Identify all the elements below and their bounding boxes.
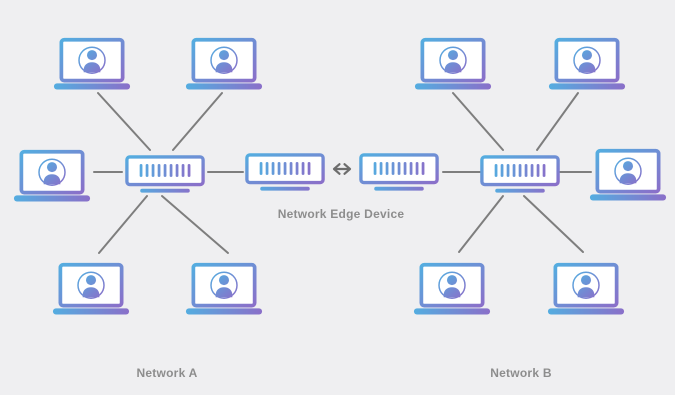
laptop-user-icon — [589, 148, 667, 201]
hub-network-a — [125, 155, 205, 195]
workstation-a-bottom-right — [185, 262, 263, 316]
laptop-user-icon — [548, 37, 626, 90]
link-a-top-left — [97, 92, 151, 151]
laptop-user-icon — [547, 262, 625, 315]
link-b-top-right — [536, 92, 579, 151]
workstation-b-top-right — [548, 37, 626, 91]
laptop-user-icon — [53, 37, 131, 90]
laptop-user-icon — [52, 262, 130, 315]
network-switch-icon — [125, 155, 205, 193]
link-b-bottom-right — [523, 195, 584, 253]
network-switch-icon — [245, 153, 325, 191]
laptop-user-icon — [414, 37, 492, 90]
bidirectional-arrow-icon — [332, 163, 352, 175]
network-a-label: Network A — [136, 366, 198, 380]
link-a-bottom-left — [98, 195, 148, 254]
edge-device-left — [245, 153, 325, 193]
laptop-user-icon — [185, 37, 263, 90]
network-switch-icon — [359, 153, 439, 191]
edge-device-label: Network Edge Device — [277, 207, 405, 221]
network-switch-icon — [480, 155, 560, 193]
workstation-b-bottom-left — [413, 262, 491, 316]
footer-strip — [0, 395, 675, 402]
laptop-user-icon — [413, 262, 491, 315]
hub-network-b — [480, 155, 560, 195]
laptop-user-icon — [13, 149, 91, 202]
link-b-top-left — [452, 92, 504, 151]
network-b-label: Network B — [490, 366, 552, 380]
link-a-top-right — [172, 92, 223, 151]
workstation-b-top-left — [414, 37, 492, 91]
workstation-a-top-right — [185, 37, 263, 91]
workstation-a-bottom-left — [52, 262, 130, 316]
link-b-bottom-left — [458, 195, 504, 253]
workstation-a-left — [13, 149, 91, 203]
link-a-bottom-right — [161, 195, 229, 254]
laptop-user-icon — [185, 262, 263, 315]
edge-device-right — [359, 153, 439, 193]
workstation-b-right — [589, 148, 667, 202]
workstation-b-bottom-right — [547, 262, 625, 316]
workstation-a-top-left — [53, 37, 131, 91]
